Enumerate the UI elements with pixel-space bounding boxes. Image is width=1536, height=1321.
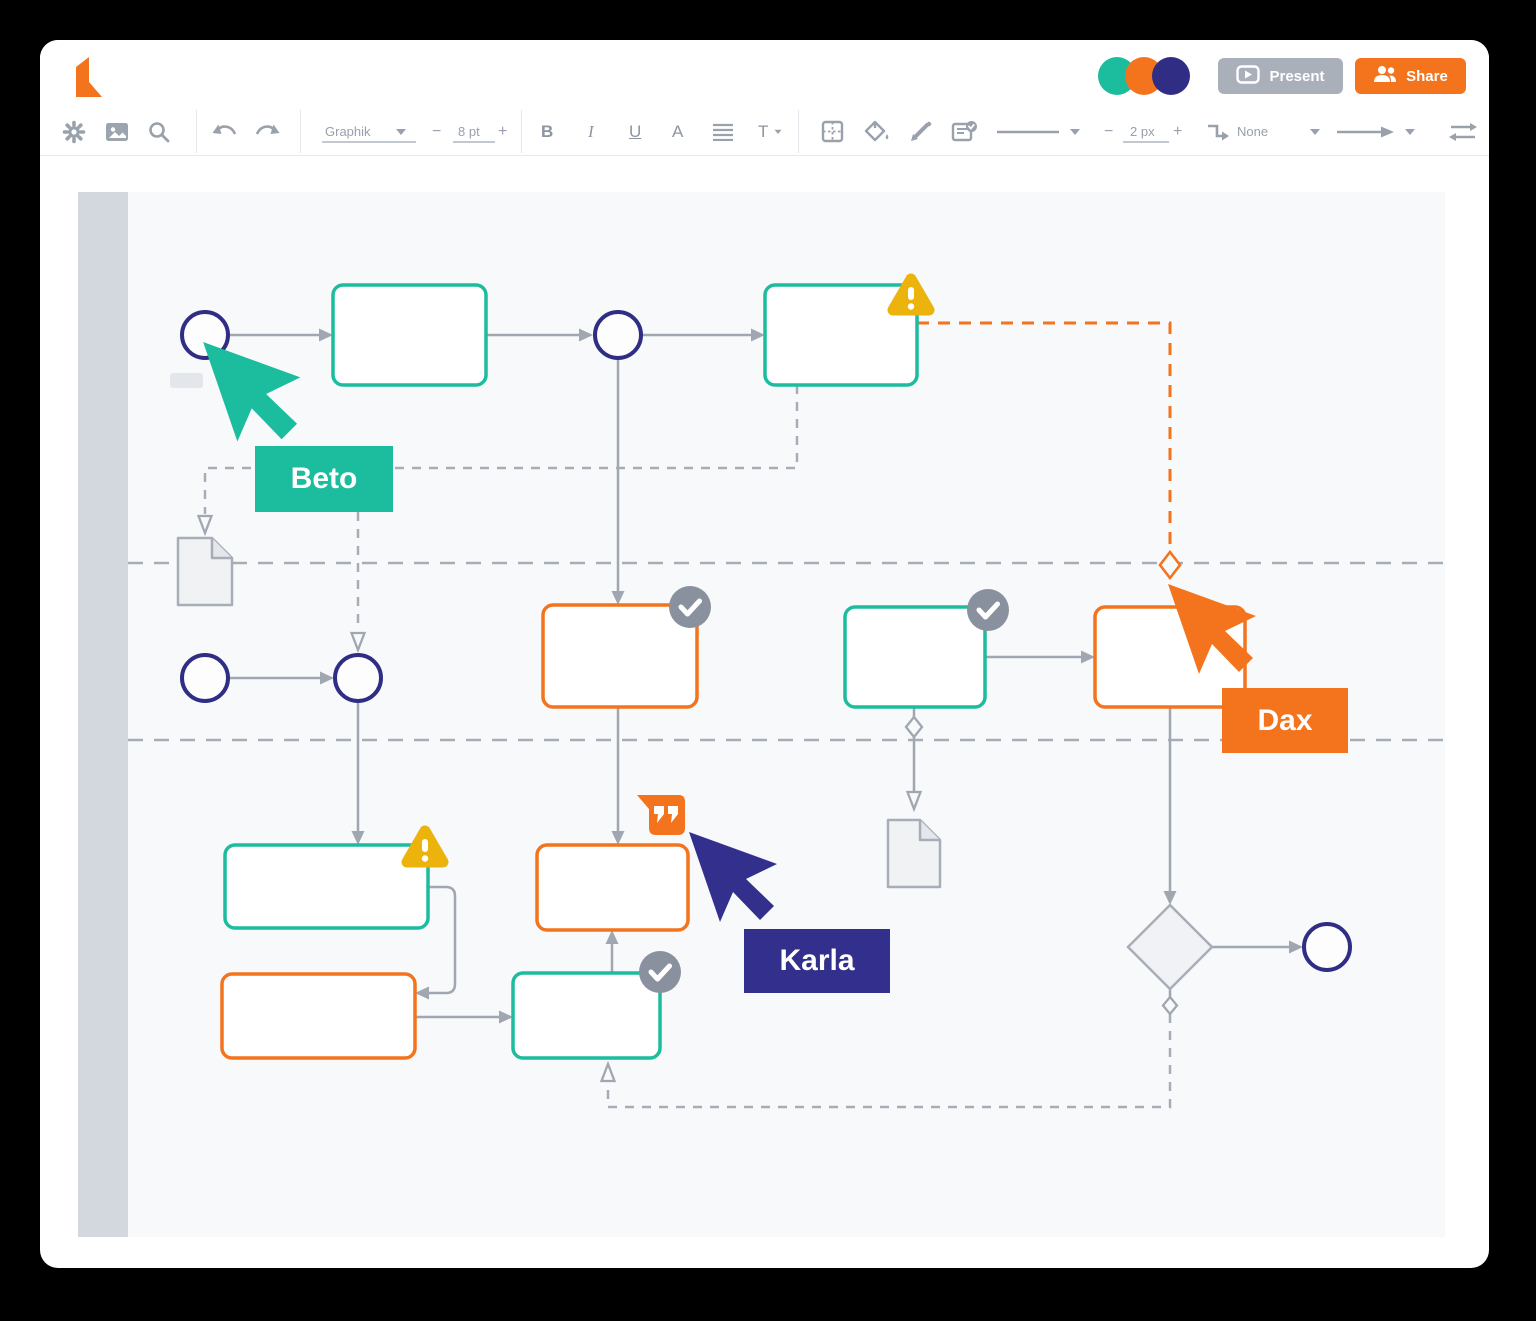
stroke-width-decrease-button[interactable]: − [1104,122,1114,140]
toolbar-divider [196,110,197,153]
arrow-style-caret[interactable] [1405,108,1415,155]
font-size-increase-button[interactable]: + [498,122,508,140]
end-event-circle[interactable] [1302,922,1352,972]
stroke-width-value[interactable]: 2 px [1130,124,1155,139]
check-badge-icon[interactable] [967,589,1009,631]
text-color-button[interactable]: A [672,121,684,141]
pen-icon[interactable] [908,108,932,155]
toolbar-divider [300,110,301,153]
app-logo-icon[interactable] [73,57,103,102]
task-box-teal[interactable] [331,283,488,387]
task-box-teal-warning[interactable] [223,843,430,930]
play-icon [1236,64,1261,88]
collaborator-name: Beto [290,462,358,495]
note-check-icon[interactable] [951,108,978,155]
text-style-button[interactable]: T [758,121,769,141]
task-box-teal-warning[interactable] [763,283,919,387]
italic-button[interactable]: I [588,121,594,141]
text-style-caret[interactable] [774,115,782,148]
table-icon[interactable] [821,108,844,155]
event-circle[interactable] [333,653,383,703]
warning-icon[interactable] [401,825,449,868]
bold-button[interactable]: B [541,121,554,141]
task-box-orange[interactable] [220,972,417,1060]
document-shape[interactable] [886,818,942,889]
stroke-width-increase-button[interactable]: + [1173,122,1183,140]
toolbar-divider [521,110,522,153]
document-shape[interactable] [176,536,234,607]
label-placeholder [170,373,203,388]
swimlane-header-bar[interactable] [78,192,128,1237]
underline-button[interactable]: U [629,121,642,141]
check-badge-icon[interactable] [639,951,681,993]
line-endpoint-select[interactable]: None [1237,124,1269,139]
avatar-collaborator-3[interactable] [1152,57,1190,95]
font-size-decrease-button[interactable]: − [432,122,442,140]
start-event-circle[interactable] [180,653,230,703]
conditional-connector[interactable] [917,321,1182,581]
message-connectors[interactable] [203,385,1172,1109]
font-size-value[interactable]: 8 pt [458,124,480,139]
collaborator-label-karla: Karla [744,929,890,993]
line-style-icon[interactable] [997,108,1059,155]
arrowheads [319,328,1303,1024]
line-style-caret[interactable] [1070,108,1080,155]
diagram-canvas[interactable]: Beto Karla Dax [78,192,1445,1237]
event-circle[interactable] [593,310,643,360]
open-arrowheads [196,514,923,1083]
toolbar: Graphik − 8 pt + B I U A T [40,108,1489,156]
image-icon[interactable] [104,108,130,155]
stroke-width-underline [1123,141,1169,143]
collaborator-name: Dax [1257,703,1313,737]
diamond-connector-ends [904,715,1179,1016]
task-box-orange-commented[interactable] [535,843,690,932]
task-box-teal-checked[interactable] [843,605,987,709]
elbow-connector-icon[interactable] [1205,108,1231,155]
task-box-teal-checked[interactable] [511,971,662,1060]
gateway-diamond-shape[interactable] [1126,903,1214,991]
swap-arrows-icon[interactable] [1448,108,1478,155]
undo-icon[interactable] [212,108,238,155]
redo-icon[interactable] [254,108,280,155]
collaborator-cursor-karla [689,832,777,922]
task-box-orange-checked[interactable] [541,603,699,709]
collaborator-cursor-dax [1168,584,1256,674]
share-button[interactable]: Share [1355,58,1466,94]
start-event-circle[interactable] [180,310,230,360]
collaborator-name: Karla [779,944,855,977]
font-family-select[interactable]: Graphik [325,124,371,139]
collaborator-label-beto: Beto [255,446,393,512]
share-button-label: Share [1406,67,1448,85]
line-endpoint-caret[interactable] [1310,108,1320,155]
font-family-underline [322,141,416,143]
present-button[interactable]: Present [1218,58,1343,94]
zoom-icon[interactable] [147,108,171,155]
collaborator-label-dax: Dax [1222,688,1348,753]
app-header: Present Share [40,40,1489,109]
comment-icon[interactable] [637,795,685,835]
people-icon [1373,65,1397,87]
check-badge-icon[interactable] [669,586,711,628]
warning-icon[interactable] [887,273,935,316]
flow-connectors[interactable] [229,333,1291,1019]
gear-icon[interactable] [62,108,86,155]
align-icon[interactable] [712,108,734,155]
toolbar-divider [798,110,799,153]
arrow-style-icon[interactable] [1337,108,1395,155]
app-window: Present Share [40,40,1489,1268]
collaborator-avatars [1098,57,1190,95]
collaborator-cursor-beto [203,342,301,442]
font-size-underline [453,141,495,143]
font-family-caret[interactable] [396,108,406,155]
present-button-label: Present [1269,67,1325,85]
fill-bucket-icon[interactable] [864,108,890,155]
